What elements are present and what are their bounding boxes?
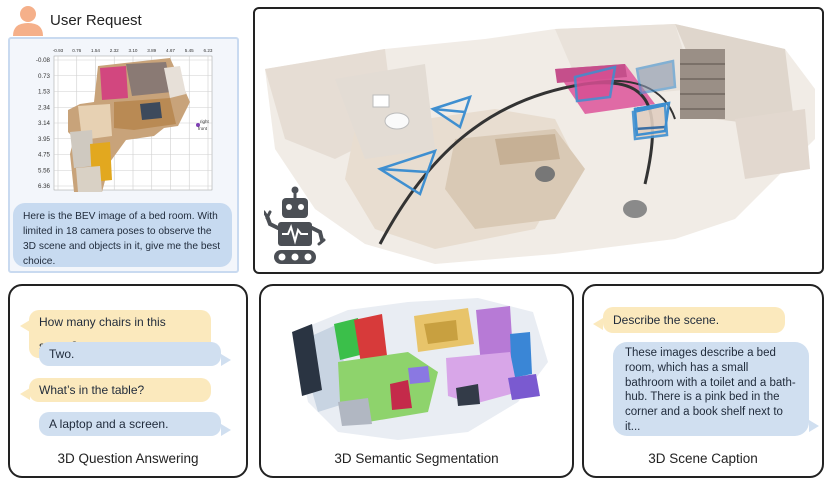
bev-x-tick: 3.10 (129, 48, 138, 53)
camera-frustum (573, 65, 617, 103)
scene-chair (535, 166, 555, 182)
scene-bookshelf (680, 49, 725, 119)
bev-x-tick: 0.76 (72, 48, 81, 53)
robot-agent-icon (264, 186, 326, 264)
bev-x-tick: 2.32 (110, 48, 119, 53)
bev-legend-right: right (200, 119, 210, 124)
camera-frustum (377, 149, 438, 196)
scene-view-frame (253, 7, 824, 274)
camera-frustum (631, 103, 669, 141)
caption-prompt-tail (593, 318, 603, 330)
bev-legend-front: front (198, 126, 208, 131)
segmentation-label: 3D Semantic Segmentation (334, 451, 499, 466)
bev-x-tick: 3.89 (147, 48, 156, 53)
caption-prompt: Describe the scene. (603, 307, 785, 333)
qa-question-1-tail (20, 320, 30, 332)
bev-x-tick: 6.23 (204, 48, 213, 53)
bev-y-tick: 6.36 (38, 183, 51, 190)
bev-y-tick: 0.73 (38, 73, 51, 80)
user-avatar-icon (13, 6, 43, 36)
bev-origin-marker (196, 123, 200, 127)
bev-y-tick: 2.34 (38, 104, 51, 111)
bev-x-tick: 4.67 (166, 48, 175, 53)
bev-x-tick: 1.54 (91, 48, 100, 53)
user-request-message: Here is the BEV image of a bed room. Wit… (13, 203, 232, 267)
scene-chair (623, 200, 647, 218)
bev-y-tick: 1.53 (38, 89, 51, 96)
qa-label: 3D Question Answering (57, 451, 199, 466)
qa-question-2: What’s in the table? (29, 378, 211, 402)
bev-y-tick: 4.75 (38, 152, 51, 159)
qa-answer-2: A laptop and a screen. (39, 412, 221, 436)
bev-y-tick: -0.08 (36, 57, 51, 64)
bev-y-tick: 3.95 (38, 136, 51, 143)
user-request-title: User Request (50, 12, 142, 29)
camera-frustum (430, 95, 472, 129)
qa-answer-1-tail (221, 354, 231, 366)
scene-toilet (384, 112, 410, 130)
caption-answer: These images describe a bed room, which … (613, 342, 809, 436)
qa-answer-2-tail (221, 424, 231, 436)
bev-room-image (68, 58, 190, 192)
bev-y-tick: 5.56 (38, 167, 51, 174)
camera-frustum (634, 103, 666, 111)
qa-answer-1: Two. (39, 342, 221, 366)
scene-table (495, 134, 560, 165)
caption-label: 3D Scene Caption (648, 451, 758, 466)
bev-x-tick: 5.45 (185, 48, 194, 53)
bev-x-tick: -0.93 (53, 48, 64, 53)
qa-question-2-tail (20, 388, 30, 400)
caption-answer-tail (809, 420, 819, 432)
scene-3d-reconstruction (265, 24, 815, 264)
bev-map-plot: -0.93 0.76 1.54 2.32 3.10 3.89 4.67 5.45 6.23 -0… (36, 48, 213, 192)
bev-y-tick: 3.14 (38, 120, 51, 127)
segmentation-3d-scene (292, 298, 548, 440)
